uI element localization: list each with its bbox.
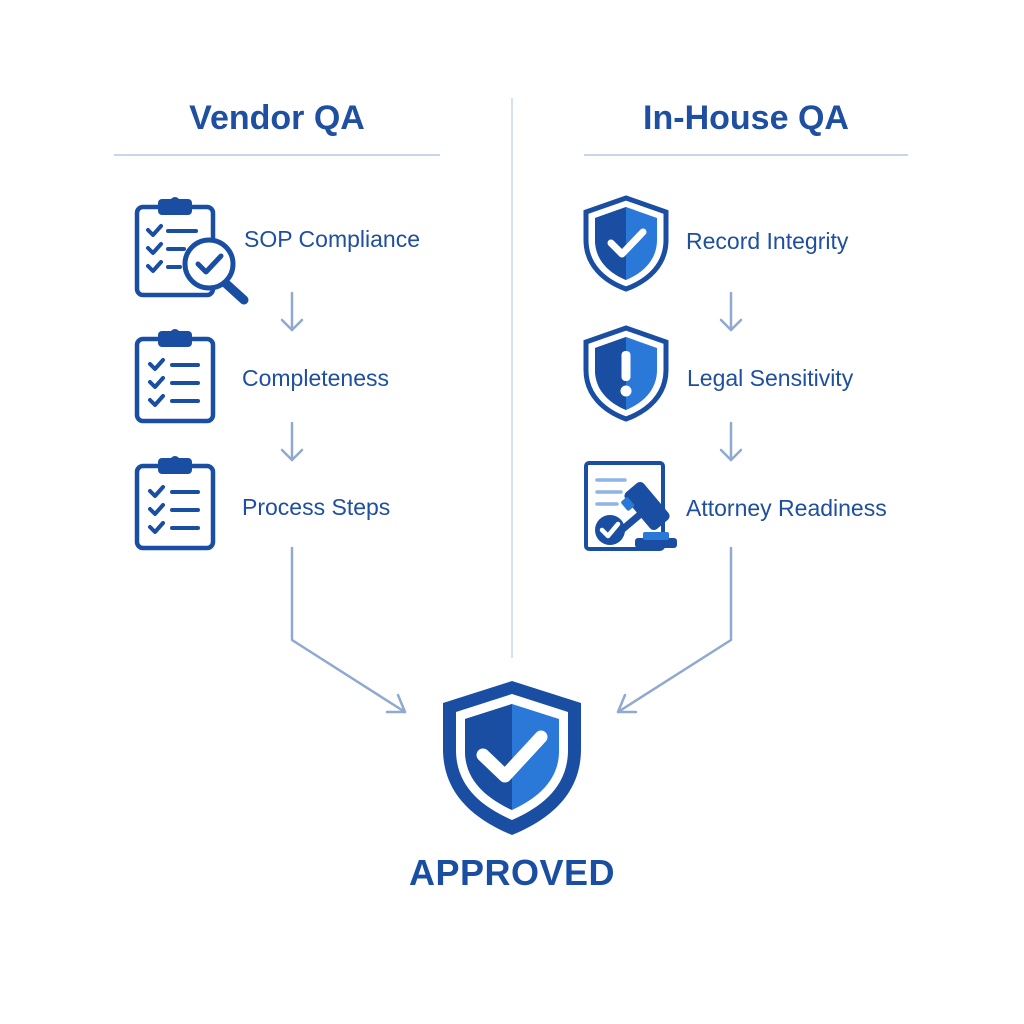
- in-house-qa-heading: In-House QA: [643, 99, 849, 137]
- step-label-process-steps: Process Steps: [242, 494, 391, 520]
- gavel-document-icon: [584, 461, 677, 551]
- center-divider: [511, 98, 513, 658]
- approved-label: APPROVED: [408, 852, 616, 893]
- merge-arrow-right: [616, 546, 733, 714]
- merge-arrow-left: [290, 546, 407, 714]
- step-label-sop-compliance: SOP Compliance: [244, 226, 420, 252]
- vendor-qa-heading: Vendor QA: [189, 99, 365, 137]
- step-label-legal-sensitivity: Legal Sensitivity: [687, 365, 854, 391]
- shield-exclamation-icon: [583, 325, 669, 422]
- clipboard-checklist-icon: [134, 329, 216, 424]
- clipboard-checklist-icon: [134, 456, 216, 551]
- step-label-record-integrity: Record Integrity: [686, 228, 849, 254]
- approved-shield-icon: [443, 681, 581, 835]
- step-label-attorney-readiness: Attorney Readiness: [686, 495, 887, 521]
- arrow-right-2: [719, 421, 743, 462]
- in-house-qa-rule: [584, 154, 908, 156]
- arrow-left-2: [280, 421, 304, 462]
- arrow-left-1: [280, 291, 304, 332]
- arrow-right-1: [719, 291, 743, 332]
- vendor-qa-rule: [114, 154, 440, 156]
- step-label-completeness: Completeness: [242, 365, 390, 391]
- shield-check-icon: [583, 195, 669, 292]
- clipboard-magnifier-icon: [134, 197, 249, 305]
